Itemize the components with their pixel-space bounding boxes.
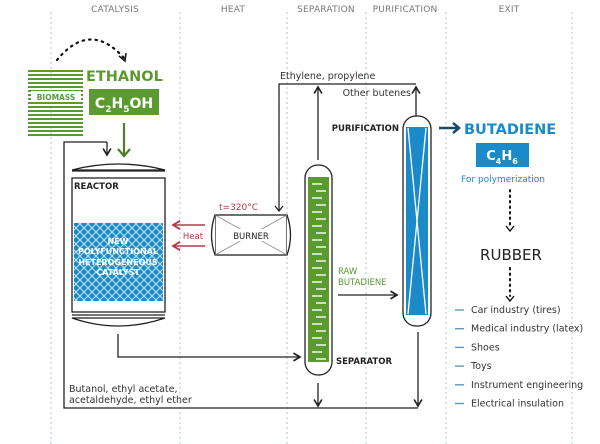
use-item: Shoes [471,342,500,353]
biomass-stripe [28,130,83,132]
catalyst-line: CATALYST [96,268,140,277]
butadiene-title: BUTADIENE [464,122,556,138]
use-item: Electrical insulation [471,399,564,410]
gas-recycle-arrowhead [274,205,284,213]
purification-label: PURIFICATION [332,124,399,134]
biomass-stripe [28,134,83,136]
raw-butadiene-line: RAW [338,267,358,277]
dotted-arrowhead-rubber [505,225,515,233]
ethanol-title: ETHANOL [86,69,163,85]
biomass-stripe [28,122,83,124]
biomass-label: BIOMASS [37,93,76,102]
gas-recycle-line [278,83,416,210]
column-header-heat: HEAT [221,5,246,15]
product-arrowhead [452,122,461,134]
catalyst-line: POLYFUNCTIONAL [78,247,158,256]
biomass-stripe [28,78,83,80]
stream-byproducts-line: acetaldehyde, ethyl ether [69,395,192,406]
biomass-stripe [28,126,83,128]
column-header-separation: SEPARATION [297,5,355,15]
reactor-label: REACTOR [74,182,119,192]
polymerization-note: For polymerization [461,175,545,185]
biomass-stripe [28,106,83,108]
uses-list: Car industry (tires) Medical industry (la… [455,305,583,410]
biomass-stripe [28,82,83,84]
biomass-stripe [28,118,83,120]
biomass-stripe [28,102,83,104]
biomass-block [28,70,83,136]
catalyst-label: NEW POLYFUNCTIONAL HETEROGENEOUS CATALYS… [78,237,158,277]
separator-label: SEPARATOR [336,357,392,367]
use-item: Toys [470,361,492,372]
use-item: Medical industry (latex) [471,324,583,335]
conversion-arrowhead [118,52,127,63]
recycle-line [63,141,318,409]
stream-other-butenes: Other butenes [343,88,411,99]
reactor-output-arrow [117,334,302,362]
use-item: Car industry (tires) [471,305,561,316]
burner-label: BURNER [233,232,269,242]
rubber-label: RUBBER [480,246,542,264]
use-item: Instrument engineering [471,380,583,391]
butadiene-formula: C4H6 [486,149,518,166]
stream-ethylene-propylene: Ethylene, propylene [280,71,375,82]
biomass-stripe [28,86,83,88]
column-header-catalysis: CATALYSIS [91,5,139,15]
conversion-arc [55,38,126,62]
biomass-stripe [28,110,83,112]
ethanol-formula-box [89,89,159,115]
raw-butadiene-line: BUTADIENE [338,278,387,288]
biomass-stripe [28,74,83,76]
biomass-stripe [28,70,83,72]
catalyst-line: NEW [108,237,129,246]
column-header-purification: PURIFICATION [373,5,438,15]
purification-column [402,115,432,327]
burner [210,214,292,256]
catalyst-line: HETEROGENEOUS [78,258,158,267]
column-header-exit: EXIT [499,5,520,15]
dotted-arrowhead-uses [505,295,515,303]
heat-label: Heat [183,232,204,242]
ethanol-feed-arrowhead [117,148,131,158]
biomass-stripe [28,114,83,116]
reactor-vessel [71,163,166,327]
biomass-label-bg [31,91,81,101]
butadiene-formula-box [476,143,529,167]
stream-byproducts-line: Butanol, ethyl acetate, [69,384,178,395]
burner-temperature: t=320°C [219,203,258,213]
separator-column [304,164,333,376]
ethanol-formula: C2H5OH [95,96,153,115]
